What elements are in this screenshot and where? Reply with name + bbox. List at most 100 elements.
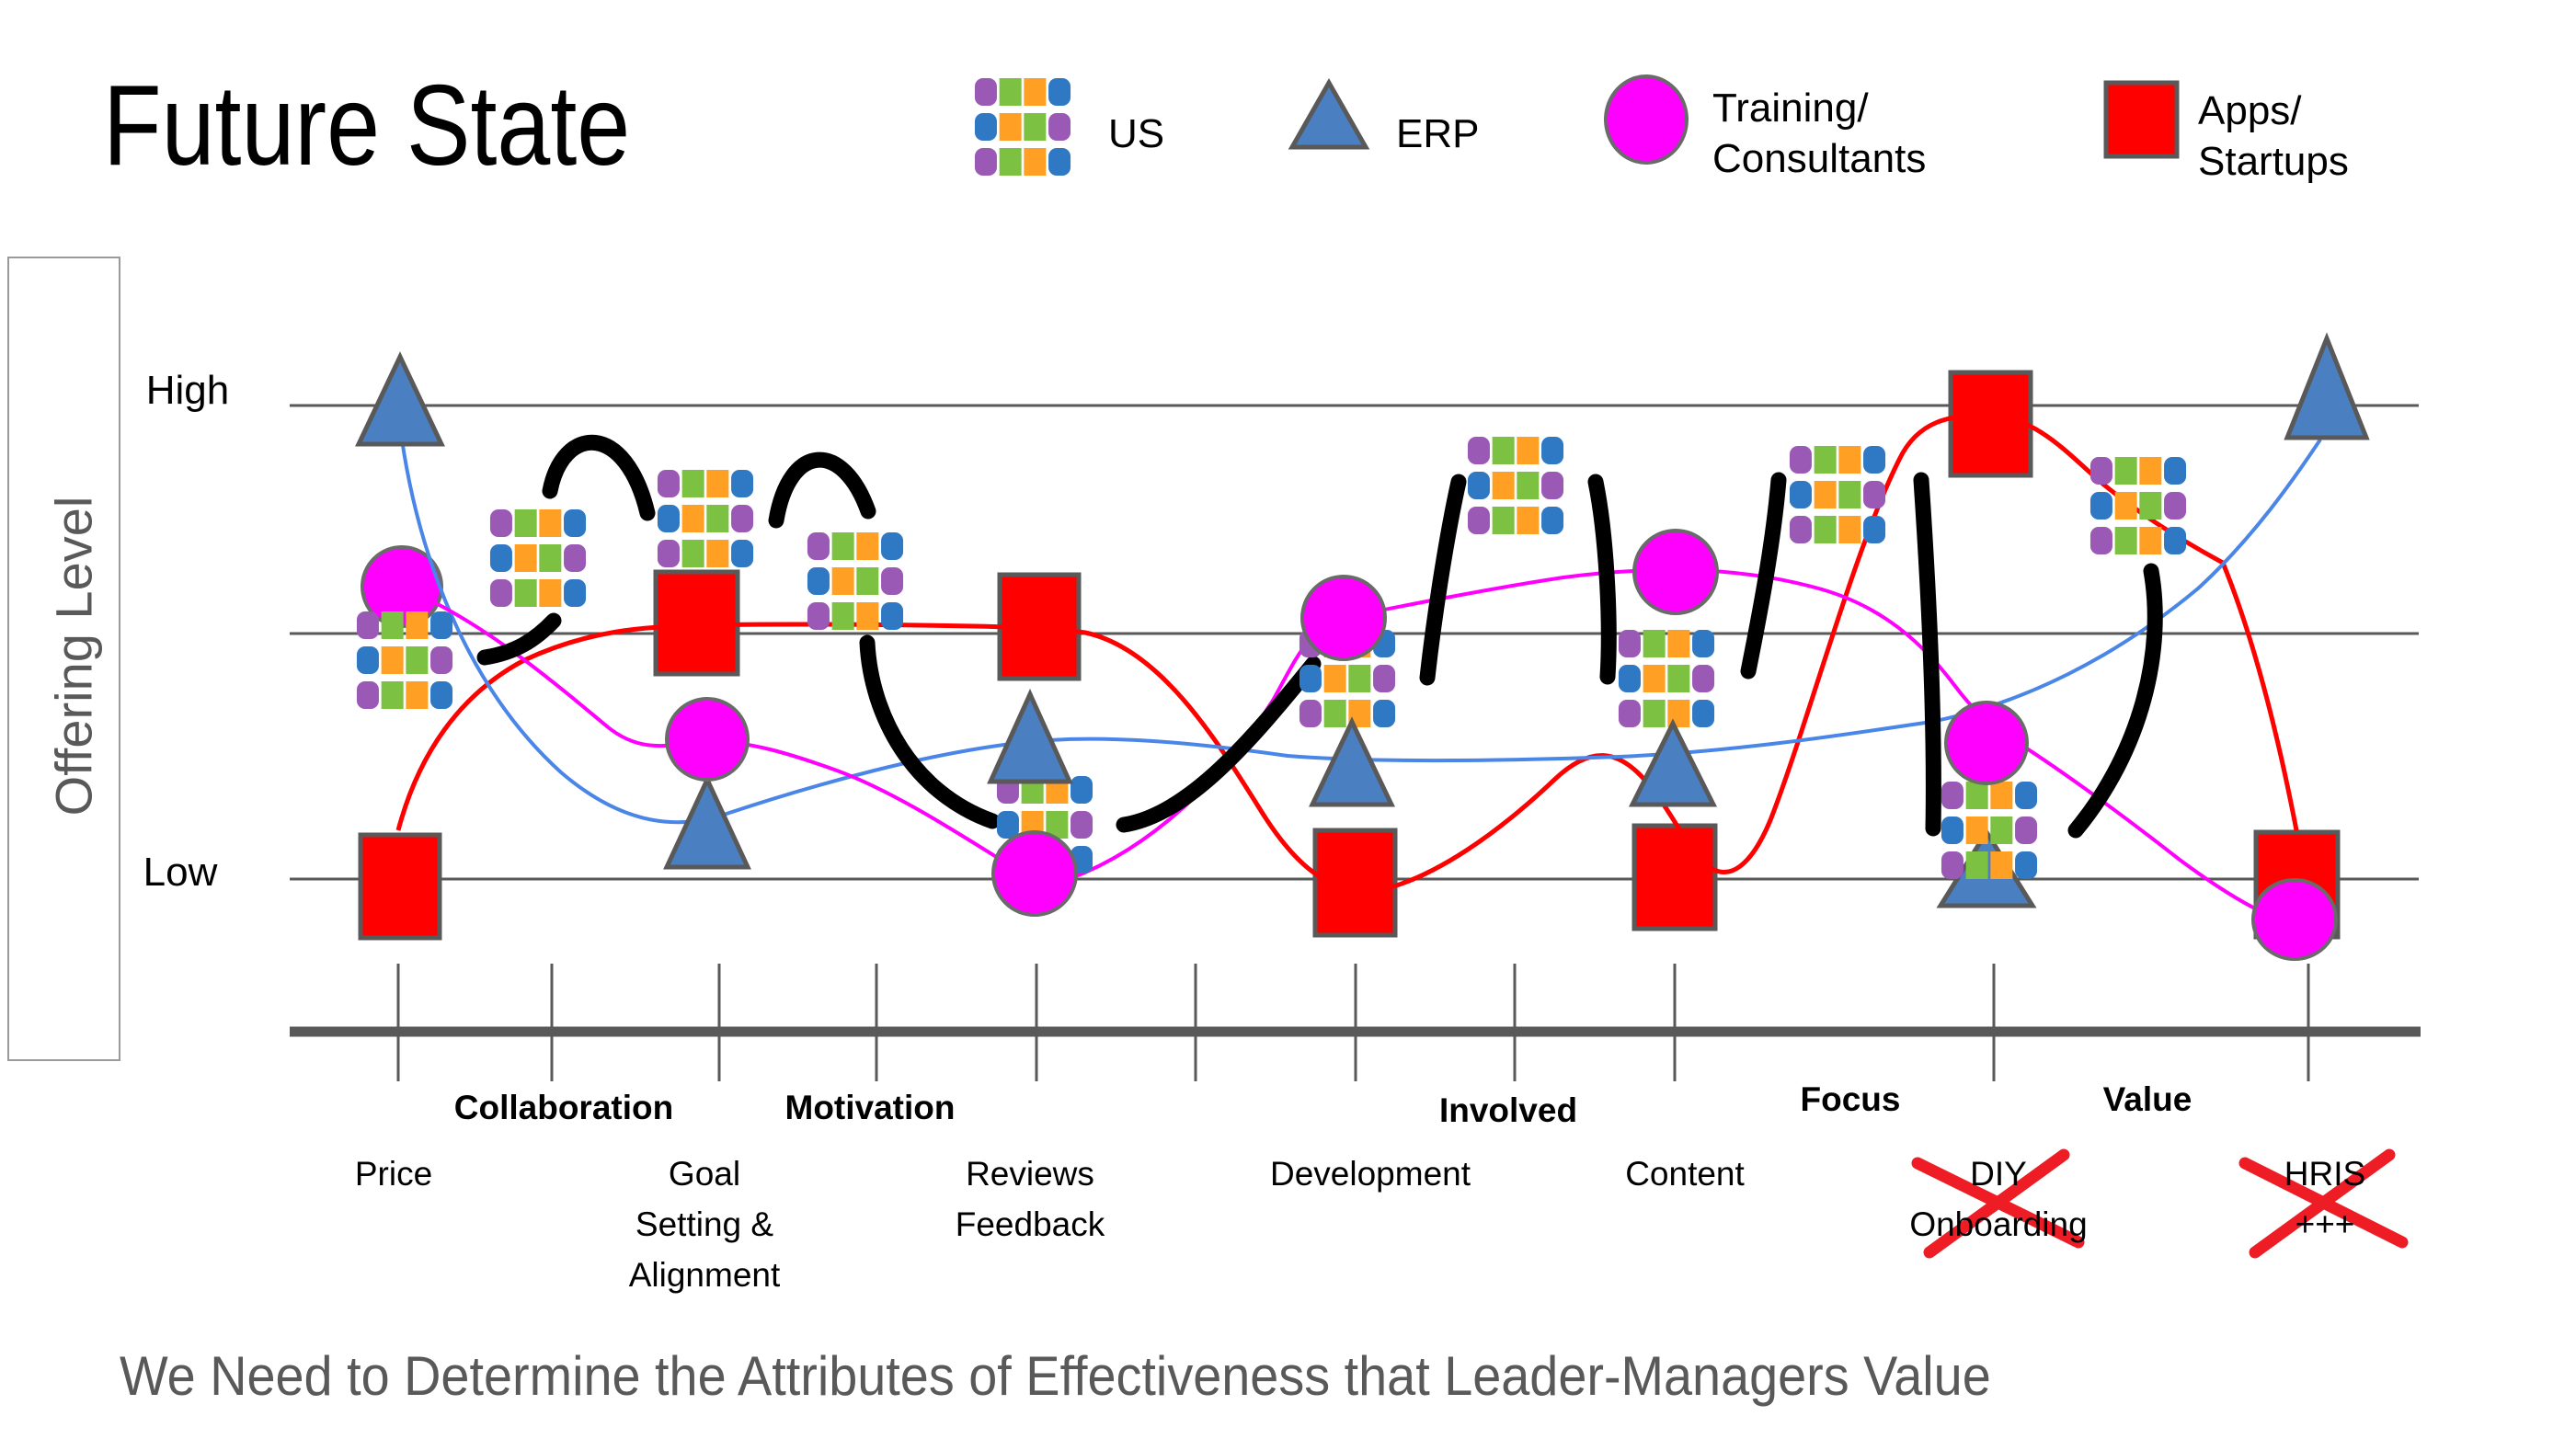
logo-block (1492, 472, 1515, 499)
logo-block (1643, 665, 1666, 692)
logo-block (1048, 113, 1071, 141)
circle-hris (2251, 878, 2338, 961)
logo-block (974, 78, 997, 106)
triangle-hris (2284, 332, 2370, 440)
connector-apps-startups (395, 413, 2299, 894)
stroke-content-right (1740, 472, 1787, 680)
arc-goal-low (476, 612, 562, 666)
logo-block (2139, 492, 2162, 520)
circle-content (1632, 529, 1719, 615)
category-label-price: Price (354, 1155, 433, 1193)
logo-block (356, 646, 379, 674)
logo-goal (657, 470, 754, 567)
logo-block (1467, 507, 1490, 534)
logo-block (1467, 472, 1490, 499)
logo-block (831, 567, 854, 595)
logo-block (356, 611, 379, 639)
logo-block (489, 579, 512, 607)
logo-block (706, 505, 729, 532)
offering-level-box: Offering Level (7, 257, 120, 1061)
logo-block (1863, 481, 1886, 508)
logo-block (731, 505, 754, 532)
logo-block (1517, 507, 1540, 534)
logo-block (1814, 516, 1837, 543)
category-label-hris: HRIS (2284, 1155, 2366, 1193)
logo-value (2089, 457, 2187, 554)
logo-block (999, 78, 1022, 106)
logo-block (1838, 516, 1861, 543)
logo-block (1024, 148, 1047, 176)
legend-training-icon (1604, 74, 1689, 165)
logo-block (856, 602, 879, 630)
logo-block (406, 646, 429, 674)
logo-block (406, 611, 429, 639)
logo-block (807, 567, 830, 595)
logo-block (1541, 472, 1564, 499)
logo-block (1541, 437, 1564, 464)
legend-label-erp: ERP (1396, 111, 1480, 156)
swoosh-reviews-left (859, 634, 1001, 829)
category-label-reviews: Reviews (966, 1155, 1094, 1193)
y-axis-low-label: Low (143, 850, 218, 895)
logo-block (1299, 665, 1322, 692)
logo-block (1618, 630, 1641, 657)
logo-block (731, 470, 754, 497)
logo-block (2015, 817, 2038, 844)
logo-block (881, 532, 904, 560)
logo-block (681, 505, 704, 532)
logo-block (1990, 851, 2013, 879)
logo-block (1323, 700, 1346, 727)
logo-block (1941, 782, 1963, 809)
logo-block (430, 646, 453, 674)
triangle-goal (663, 774, 751, 870)
page-title: Future State (103, 63, 631, 189)
y-axis-high-label: High (145, 368, 230, 413)
logo-block (999, 113, 1022, 141)
logo-involved (1467, 437, 1564, 534)
logo-block (831, 602, 854, 630)
legend-us-icon (974, 78, 1071, 176)
logo-block (1048, 148, 1071, 176)
logo-block (2164, 492, 2187, 520)
logo-block (1990, 817, 2013, 844)
logo-block (1863, 516, 1886, 543)
logo-block (1348, 665, 1371, 692)
logo-block (514, 509, 537, 537)
logo-block (539, 509, 562, 537)
logo-block (706, 470, 729, 497)
swoosh-reviews-right (1116, 656, 1322, 833)
logo-block (1618, 665, 1641, 692)
logo-block (564, 579, 587, 607)
logo-block (1643, 700, 1666, 727)
logo-block (881, 602, 904, 630)
theme-label-involved: Involved (1438, 1091, 1578, 1129)
logo-block (430, 611, 453, 639)
logo-block (681, 540, 704, 567)
logo-block (1965, 782, 1988, 809)
logo-block (1789, 446, 1812, 474)
logo-block (1814, 481, 1837, 508)
logo-block (2114, 527, 2137, 554)
legend-label-training-consultants: Training/Consultants (1712, 86, 1927, 181)
logo-block (657, 470, 680, 497)
logo-block (1517, 437, 1540, 464)
logo-block (1990, 782, 2013, 809)
legend-label-apps-startups: Apps/Startups (2198, 88, 2349, 184)
square-goal (653, 569, 740, 677)
logo-block (381, 611, 404, 639)
logo-block (1467, 437, 1490, 464)
category-label-content: Content (1625, 1155, 1745, 1193)
logo-block (2114, 492, 2137, 520)
logo-block (381, 681, 404, 709)
logo-block (1692, 630, 1715, 657)
logo-block (974, 113, 997, 141)
logo-block (831, 532, 854, 560)
logo-block (1863, 446, 1886, 474)
logo-block (881, 567, 904, 595)
logo-block (2139, 527, 2162, 554)
logo-content (1618, 630, 1715, 727)
logo-block (1692, 665, 1715, 692)
legend-erp-icon (1288, 77, 1370, 150)
logo-block (1373, 700, 1396, 727)
